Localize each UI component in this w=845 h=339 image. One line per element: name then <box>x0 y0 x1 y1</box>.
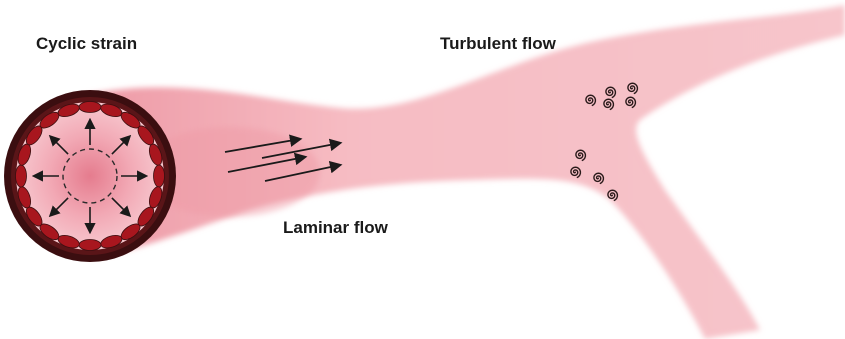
vessel-body <box>85 5 845 339</box>
endothelial-cell <box>79 102 101 113</box>
endothelial-cell <box>79 240 101 251</box>
turbulent-flow-label: Turbulent flow <box>440 34 556 54</box>
vessel-cross-section <box>4 90 176 262</box>
cyclic-strain-label: Cyclic strain <box>36 34 137 54</box>
endothelial-cell <box>154 165 165 187</box>
laminar-flow-label: Laminar flow <box>283 218 388 238</box>
endothelial-cell <box>16 165 27 187</box>
